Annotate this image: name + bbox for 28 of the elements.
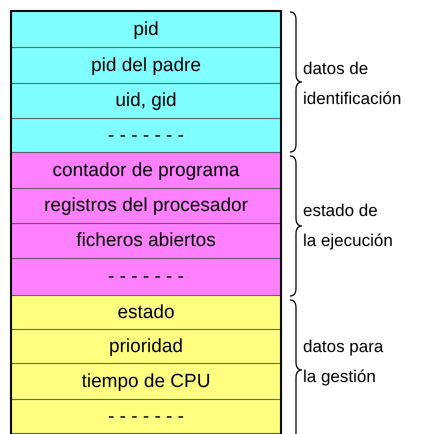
row-text: prioridad xyxy=(109,336,183,358)
row-text: pid del padre xyxy=(91,54,201,76)
group-label: datos de identificación xyxy=(303,58,402,110)
row-text: estado xyxy=(117,302,175,324)
row-text: registros del procesador xyxy=(44,195,248,217)
row-text: pid xyxy=(133,18,159,40)
row-text: - - - - - - - xyxy=(108,406,184,428)
table-row xyxy=(12,12,280,48)
table-row xyxy=(12,119,280,153)
table-row xyxy=(12,364,280,400)
table-row xyxy=(12,48,280,84)
table-row xyxy=(12,296,280,330)
row-text: tiempo de CPU xyxy=(82,370,210,392)
record-table xyxy=(10,10,282,434)
row-text: - - - - - - - xyxy=(108,266,184,288)
group-label: datos para la gestión xyxy=(303,336,384,388)
row-text: contador de programa xyxy=(52,160,240,182)
group-label: estado de la ejecución xyxy=(303,200,394,252)
row-text: ficheros abiertos xyxy=(76,230,216,252)
table-row xyxy=(12,189,280,224)
table-row xyxy=(12,153,280,189)
table-row xyxy=(12,400,280,434)
row-text: - - - - - - - xyxy=(108,124,184,146)
table-row xyxy=(12,84,280,119)
table-row xyxy=(12,330,280,364)
row-text: uid, gid xyxy=(115,90,177,112)
table-row xyxy=(12,259,280,296)
table-row xyxy=(12,224,280,259)
